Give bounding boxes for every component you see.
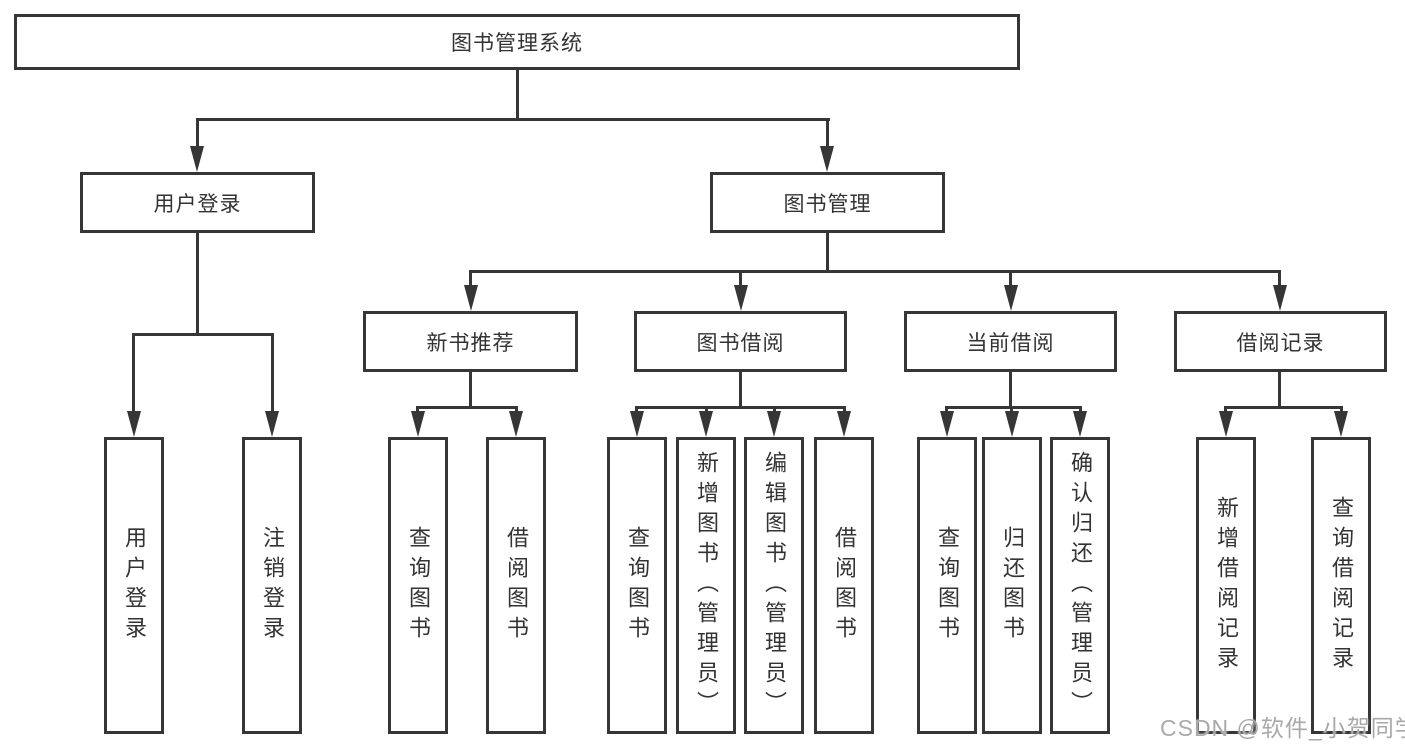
leaf-add-book-admin-label: 新增图书（管理员） [694, 450, 719, 721]
leaf-return-book-label: 归还图书 [1000, 525, 1025, 646]
connector-to-book-borrow [739, 270, 742, 287]
node-book-borrow-label: 图书借阅 [696, 331, 785, 355]
connector-book-management-split [469, 270, 1281, 273]
leaf-query-books-1-label: 查询图书 [406, 525, 431, 646]
connector-current-borrow-stem [1009, 372, 1012, 408]
arrowhead-leaf-logout-icon [265, 411, 279, 437]
arrowhead-leaf-query-record-icon [1334, 411, 1348, 437]
leaf-query-books-3-label: 查询图书 [935, 525, 960, 646]
node-book-management: 图书管理 [710, 172, 945, 233]
leaf-confirm-return-admin-label: 确认归还（管理员） [1068, 450, 1093, 721]
leaf-user-login: 用户登录 [104, 437, 164, 734]
arrowhead-leaf-query-books-3-icon [940, 411, 954, 437]
leaf-add-book-admin: 新增图书（管理员） [676, 437, 736, 734]
arrowhead-leaf-borrow-books-2-icon [837, 411, 851, 437]
leaf-borrow-books-1-label: 借阅图书 [504, 525, 529, 646]
leaf-query-books-2-label: 查询图书 [625, 525, 650, 646]
connector-root-split [196, 118, 830, 121]
connector-to-current-borrow [1009, 270, 1012, 287]
arrowhead-book-borrow-icon [734, 285, 748, 311]
leaf-query-borrow-record-label: 查询借阅记录 [1329, 495, 1354, 676]
node-borrow-records-label: 借阅记录 [1236, 331, 1325, 355]
connector-current-borrow-split [945, 406, 1082, 409]
node-library-system-label: 图书管理系统 [451, 32, 583, 55]
leaf-confirm-return-admin: 确认归还（管理员） [1050, 437, 1110, 734]
node-borrow-records: 借阅记录 [1174, 311, 1387, 372]
arrowhead-leaf-return-book-icon [1005, 411, 1019, 437]
arrowhead-new-book-icon [464, 285, 478, 311]
leaf-query-borrow-record: 查询借阅记录 [1311, 437, 1371, 734]
arrowhead-leaf-add-record-icon [1219, 411, 1233, 437]
node-current-borrow: 当前借阅 [904, 311, 1117, 372]
connector-to-leaf-user-login [132, 333, 135, 413]
arrowhead-leaf-query-books-2-icon [630, 411, 644, 437]
connector-to-user-login [196, 118, 199, 152]
arrowhead-leaf-query-books-1-icon [411, 411, 425, 437]
node-book-management-label: 图书管理 [783, 192, 872, 216]
node-new-book-recommend-label: 新书推荐 [426, 331, 515, 355]
leaf-logout: 注销登录 [242, 437, 302, 734]
arrowhead-leaf-edit-book-icon [767, 411, 781, 437]
leaf-return-book: 归还图书 [982, 437, 1042, 734]
connector-user-login-stem [196, 233, 199, 335]
arrowhead-user-login-icon [190, 146, 204, 172]
node-current-borrow-label: 当前借阅 [966, 331, 1055, 355]
leaf-borrow-books-2: 借阅图书 [814, 437, 874, 734]
leaf-logout-label: 注销登录 [260, 525, 285, 646]
connector-root-stem [516, 70, 519, 120]
connector-book-borrow-stem [739, 372, 742, 408]
leaf-query-books-2: 查询图书 [607, 437, 667, 734]
leaf-add-borrow-record-label: 新增借阅记录 [1214, 495, 1239, 676]
connector-borrow-records-stem [1278, 372, 1281, 408]
node-user-login: 用户登录 [80, 172, 315, 233]
connector-to-borrow-records [1278, 270, 1281, 287]
leaf-query-books-1: 查询图书 [388, 437, 448, 734]
leaf-edit-book-admin-label: 编辑图书（管理员） [762, 450, 787, 721]
connector-new-book-stem [469, 372, 472, 408]
connector-book-management-stem [826, 233, 829, 272]
leaf-borrow-books-1: 借阅图书 [486, 437, 546, 734]
connector-borrow-records-split [1224, 406, 1342, 409]
arrowhead-current-borrow-icon [1004, 285, 1018, 311]
arrowhead-leaf-confirm-return-icon [1073, 411, 1087, 437]
leaf-edit-book-admin: 编辑图书（管理员） [744, 437, 804, 734]
connector-new-book-split [416, 406, 518, 409]
arrowhead-leaf-borrow-books-1-icon [509, 411, 523, 437]
leaf-user-login-label: 用户登录 [122, 525, 147, 646]
csdn-watermark: CSDN @软件_小贺同学 [1160, 715, 1405, 741]
arrowhead-book-management-icon [820, 146, 834, 172]
leaf-borrow-books-2-label: 借阅图书 [832, 525, 857, 646]
connector-to-new-book [469, 270, 472, 287]
leaf-add-borrow-record: 新增借阅记录 [1196, 437, 1256, 734]
node-library-system: 图书管理系统 [14, 14, 1020, 70]
connector-to-book-management [826, 118, 829, 152]
leaf-query-books-3: 查询图书 [917, 437, 977, 734]
arrowhead-leaf-user-login-icon [127, 411, 141, 437]
node-new-book-recommend: 新书推荐 [363, 311, 578, 372]
arrowhead-borrow-records-icon [1273, 285, 1287, 311]
node-user-login-label: 用户登录 [153, 192, 242, 216]
node-book-borrow: 图书借阅 [634, 311, 847, 372]
arrowhead-leaf-add-book-icon [699, 411, 713, 437]
connector-user-login-split [132, 333, 274, 336]
connector-book-borrow-split [635, 406, 845, 409]
connector-to-leaf-logout [271, 333, 274, 413]
